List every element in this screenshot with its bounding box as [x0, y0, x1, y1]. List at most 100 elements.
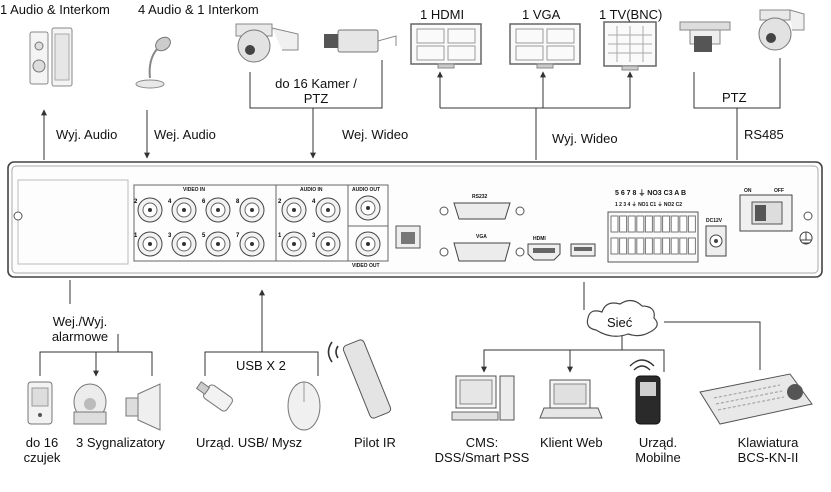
audio-in-rca-1-number: 1	[278, 233, 282, 239]
alarm-terminal[interactable]	[610, 237, 619, 255]
alarm-terminal[interactable]	[619, 237, 628, 255]
alarm-terminal[interactable]	[687, 237, 696, 255]
box-camera-icon	[324, 29, 397, 53]
alarm-terminal[interactable]	[653, 215, 662, 233]
siren-icon	[73, 383, 107, 425]
alarm-terminal[interactable]	[636, 215, 645, 233]
microphone-icon	[135, 36, 171, 89]
ptz-label: PTZ	[722, 90, 747, 105]
alarm-terminal[interactable]	[627, 215, 636, 233]
audio-in-rca-2-pin	[292, 208, 296, 212]
alarm-terminal[interactable]	[679, 215, 688, 233]
hdmi-monitor-icon	[410, 23, 482, 69]
video-in-bnc-5-number: 5	[202, 233, 206, 239]
panel-off: OFF	[774, 188, 784, 194]
dc-power-jack[interactable]	[705, 225, 727, 257]
panel-rs232: RS232	[472, 194, 488, 200]
audio-in-rca-4-pin	[326, 208, 330, 212]
panel-hdmi: HDMI	[533, 236, 546, 242]
vga-monitor-icon	[509, 23, 581, 69]
sensors-label: do 16 czujek	[23, 435, 61, 465]
ground-icon	[799, 231, 813, 245]
alarm-terminal[interactable]	[662, 215, 671, 233]
video-in-bnc-7-number: 7	[236, 233, 240, 239]
video-in-bnc-2-pin	[148, 208, 152, 212]
alarm-terminal[interactable]	[653, 237, 662, 255]
tv-monitor-icon	[603, 21, 657, 71]
panel-audio-in: AUDIO IN	[300, 187, 323, 193]
keyboard-link	[664, 321, 761, 370]
hdmi-port[interactable]	[527, 243, 561, 261]
video-out-connector-pin	[366, 242, 370, 246]
alarm-terminal[interactable]	[662, 237, 671, 255]
rs485-label: RS485	[744, 127, 784, 142]
audio-out-connector-pin	[366, 206, 370, 210]
video-out-label: Wyj. Wideo	[552, 131, 618, 146]
video-in-bnc-4-pin	[182, 208, 186, 212]
panel-video-in: VIDEO IN	[183, 187, 205, 193]
audio-in-label: Wej. Audio	[154, 127, 216, 142]
cms-label: CMS: DSS/Smart PSS	[434, 435, 530, 465]
alarm-terminal[interactable]	[687, 215, 696, 233]
control-keyboard-icon	[699, 373, 813, 425]
alarm-io-label: Wej./Wyj. alarmowe	[51, 314, 109, 344]
alarm-terminal[interactable]	[670, 237, 679, 255]
rj45-port[interactable]	[395, 225, 421, 249]
alarm-terminal[interactable]	[610, 215, 619, 233]
video-in-bnc-3-pin	[182, 242, 186, 246]
tv-label: 1 TV(BNC)	[599, 7, 663, 22]
ir-remote-label: Pilot IR	[354, 435, 396, 450]
video-in-bnc-6-number: 6	[202, 199, 206, 205]
usb-port[interactable]	[570, 243, 596, 257]
usb-stick-icon	[195, 381, 233, 412]
strobe-siren-icon	[125, 383, 161, 431]
panel-on: ON	[744, 188, 752, 194]
audio-out-label: Wyj. Audio	[56, 127, 118, 142]
vga-port[interactable]	[439, 242, 525, 262]
sensor-icon	[27, 381, 53, 425]
video-in-bnc-4-number: 4	[168, 199, 172, 205]
audio-in-rca-2-number: 2	[278, 199, 282, 205]
network-cloud-icon	[586, 299, 658, 337]
sirens-label: 3 Sygnalizatory	[76, 435, 165, 450]
vga-label: 1 VGA	[522, 7, 561, 22]
panel-dc: DC12V	[706, 218, 723, 224]
audio-in-rca-1-pin	[292, 242, 296, 246]
ir-remote-icon	[327, 339, 392, 419]
dvr-rear-panel	[7, 161, 823, 278]
alarm-terminal-block[interactable]	[607, 211, 699, 263]
audio-in-rca-3-number: 3	[312, 233, 316, 239]
panel-alarm-top: 5 6 7 8 ⏚ NO3 C3 A B	[615, 190, 687, 197]
video-in-bnc-7-pin	[250, 242, 254, 246]
panel-audio-out: AUDIO OUT	[352, 187, 381, 193]
usb-mouse-label: Urząd. USB/ Mysz	[196, 435, 303, 450]
hdmi-label: 1 HDMI	[420, 7, 465, 22]
rs232-port[interactable]	[439, 202, 525, 220]
ptz-camera-icon	[235, 23, 299, 63]
alarm-terminal[interactable]	[627, 237, 636, 255]
video-in-bnc-5-pin	[216, 242, 220, 246]
audio-interkom-label: 1 Audio & Interkom	[0, 2, 110, 17]
alarm-terminal[interactable]	[644, 237, 653, 255]
laptop-icon	[539, 379, 603, 419]
power-switch[interactable]	[739, 194, 793, 232]
alarm-terminal[interactable]	[679, 237, 688, 255]
panel-vga: VGA	[476, 234, 487, 240]
video-in-bnc-8-number: 8	[236, 199, 240, 205]
alarm-terminal[interactable]	[670, 215, 679, 233]
video-in-bnc-3-number: 3	[168, 233, 172, 239]
keyboard-label: Klawiatura BCS-KN-II	[737, 435, 799, 465]
speaker-icon	[29, 27, 73, 87]
video-in-bnc-2-number: 2	[134, 199, 138, 205]
alarm-terminal[interactable]	[619, 215, 628, 233]
dome-camera-icon	[758, 9, 805, 51]
cameras-label: do 16 Kamer / PTZ	[275, 76, 357, 106]
usb-label: USB X 2	[236, 358, 286, 373]
alarm-terminal[interactable]	[644, 215, 653, 233]
panel-video-out: VIDEO OUT	[352, 263, 380, 269]
video-in-bnc-6-pin	[216, 208, 220, 212]
alarm-terminal[interactable]	[636, 237, 645, 255]
ptz-keyboard-camera-icon	[679, 21, 731, 52]
